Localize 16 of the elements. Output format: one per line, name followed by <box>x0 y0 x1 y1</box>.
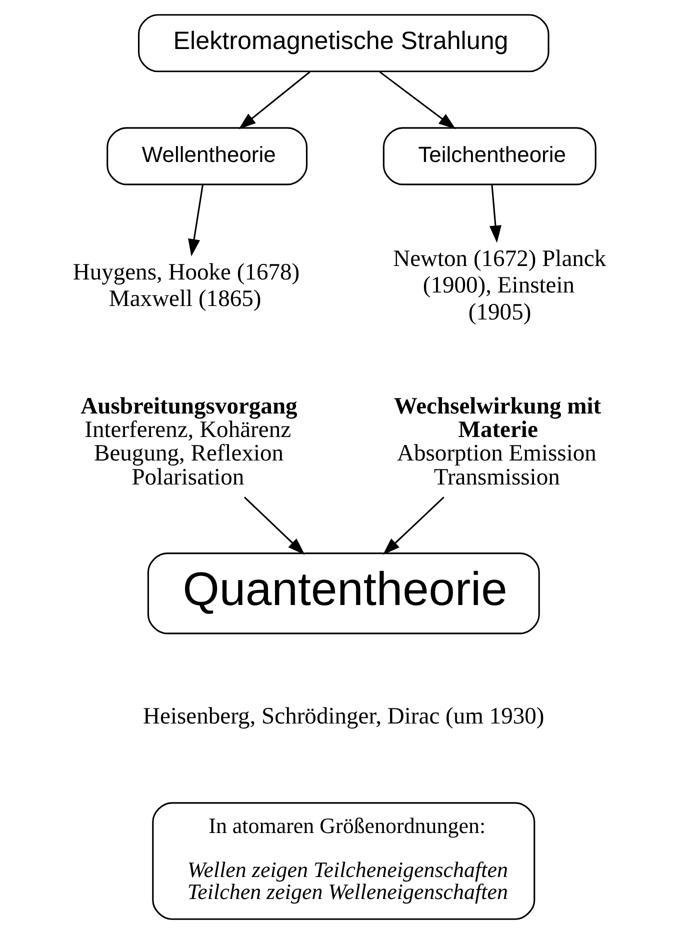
node-box: Quantentheorie <box>147 552 540 634</box>
node-text: Wechselwirkung mit Materie Absorption Emission Transmission <box>394 394 602 490</box>
node-text: Huygens, Hooke (1678) Maxwell (1865) <box>72 259 300 312</box>
node-label: Heisenberg, Schrödinger, Dirac (um 1930) <box>143 704 544 730</box>
node-box: Elektromagnetische Strahlung <box>138 14 550 72</box>
node-text: Ausbreitungsvorgang Interferenz, Kohärenz Beugung, Reflexion Polarisation <box>80 394 298 490</box>
arrow <box>188 184 204 256</box>
arrow <box>379 71 456 130</box>
node-box: Teilchentheorie <box>382 127 596 186</box>
node-box: Wellentheorie <box>106 127 308 186</box>
arrow <box>244 496 305 555</box>
node-box: In atomaren Größenordnungen: Wellen zeigen Teilcheneigenschaften Teilchen zeigen Welleneigenschaften <box>152 802 536 920</box>
node-text: Newton (1672) Planck (1900), Einstein (1905) <box>393 246 606 326</box>
arrow <box>238 71 310 130</box>
arrow <box>382 496 444 555</box>
arrow <box>489 184 502 243</box>
